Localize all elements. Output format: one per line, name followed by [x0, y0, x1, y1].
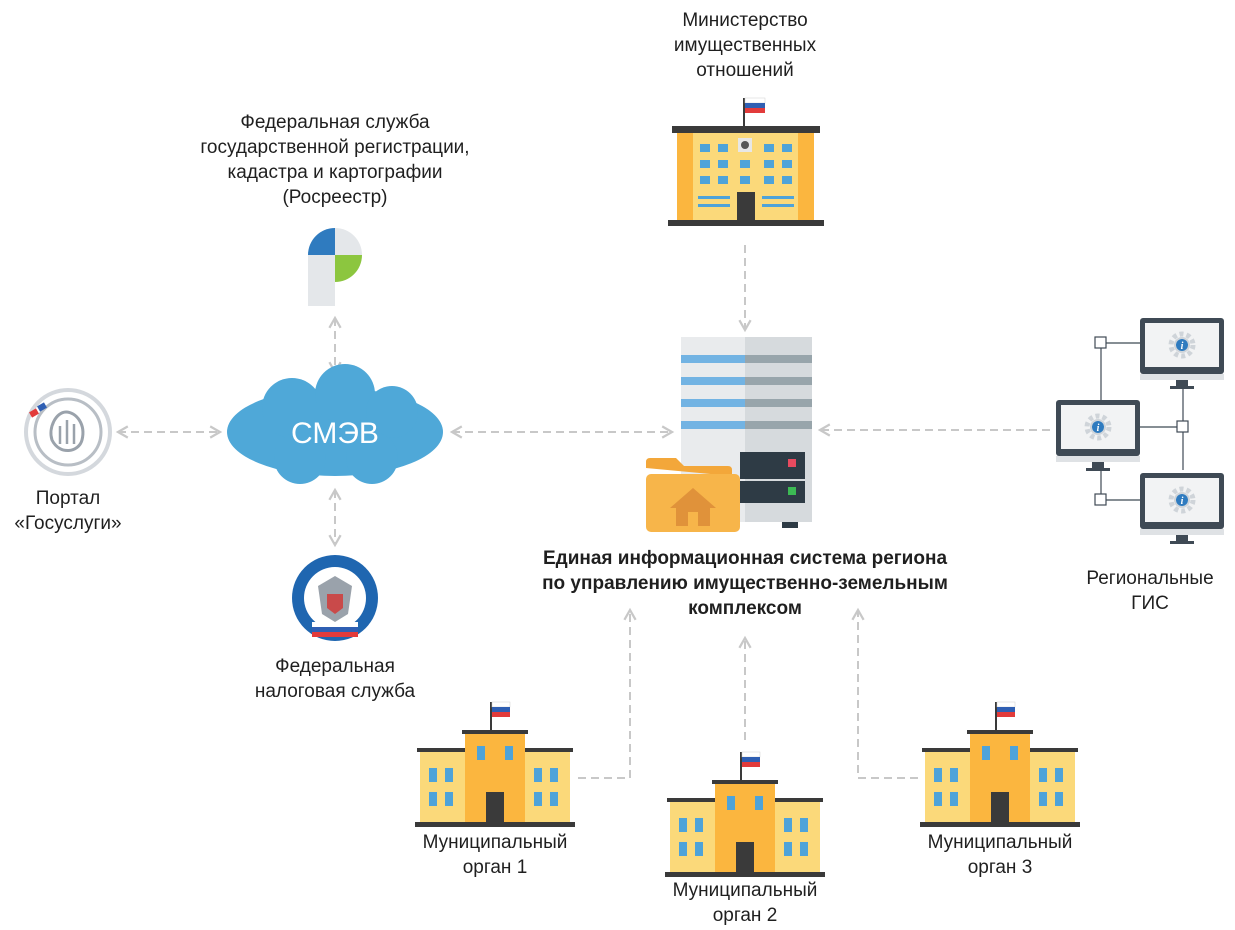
rosreestr-logo-icon: [308, 228, 362, 306]
regional-gis-label-line: Региональные: [1086, 568, 1214, 589]
gosuslugi-label: Портал «Госуслуги»: [0, 486, 136, 536]
ministry-label-line: имущественных: [673, 35, 817, 56]
ministry-label-line: Министерство: [682, 10, 808, 31]
smev-label: СМЭВ: [291, 417, 379, 450]
monitor-icon: [1140, 318, 1224, 389]
municipal-1-label-line: Муниципальный: [422, 832, 568, 853]
fns-label: Федеральная налоговая служба: [225, 654, 445, 704]
municipal-3-label-line: Муниципальный: [927, 832, 1073, 853]
municipal-building-1-icon: [414, 701, 576, 828]
connectors: [115, 245, 1050, 779]
municipal-3-label-line: орган 3: [967, 857, 1033, 878]
gosuslugi-logo-icon: [24, 388, 112, 476]
fns-label-line: Федеральная: [275, 656, 395, 677]
regional-gis-label: Региональные ГИС: [1075, 566, 1225, 616]
gosuslugi-label-line: Портал: [35, 488, 101, 509]
eis-label-line: Единая информационная система региона: [542, 548, 948, 569]
municipal-1-label-line: орган 1: [462, 857, 528, 878]
rosreestr-label-line: Федеральная служба: [240, 112, 430, 133]
rosreestr-label-line: (Росреестр): [282, 187, 388, 208]
rosreestr-label-line: кадастра и картографии: [227, 162, 443, 183]
municipal-1-label: Муниципальный орган 1: [400, 830, 590, 880]
municipal-2-label: Муниципальный орган 2: [650, 878, 840, 928]
regional-gis-label-line: ГИС: [1131, 593, 1169, 614]
connector-muni3-eis: [851, 607, 918, 779]
municipal-2-label-line: Муниципальный: [672, 880, 818, 901]
fns-label-line: налоговая служба: [254, 681, 416, 702]
municipal-3-label: Муниципальный орган 3: [905, 830, 1095, 880]
monitor-icon: [1140, 473, 1224, 544]
folder-home-icon: [646, 458, 740, 532]
municipal-2-label-line: орган 2: [712, 905, 778, 926]
fns-seal-icon: [292, 555, 378, 641]
eis-label: Единая информационная система региона по…: [495, 546, 995, 621]
connector-muni1-eis: [578, 607, 637, 779]
gosuslugi-label-line: «Госуслуги»: [14, 513, 122, 534]
monitor-icon: [1056, 400, 1140, 471]
municipal-building-3-icon: [919, 701, 1081, 828]
eis-label-line: комплексом: [688, 598, 802, 619]
municipal-building-2-icon: [664, 751, 826, 878]
eis-label-line: по управлению имущественно-земельным: [542, 573, 948, 594]
rosreestr-label: Федеральная служба государственной регис…: [185, 110, 485, 210]
regional-gis-network: [1056, 318, 1224, 544]
ministry-label-line: отношений: [696, 60, 794, 81]
rosreestr-label-line: государственной регистрации,: [200, 137, 470, 158]
ministry-label: Министерство имущественных отношений: [645, 8, 845, 83]
ministry-building-icon: [668, 97, 824, 226]
smev-cloud: СМЭВ: [227, 364, 443, 484]
